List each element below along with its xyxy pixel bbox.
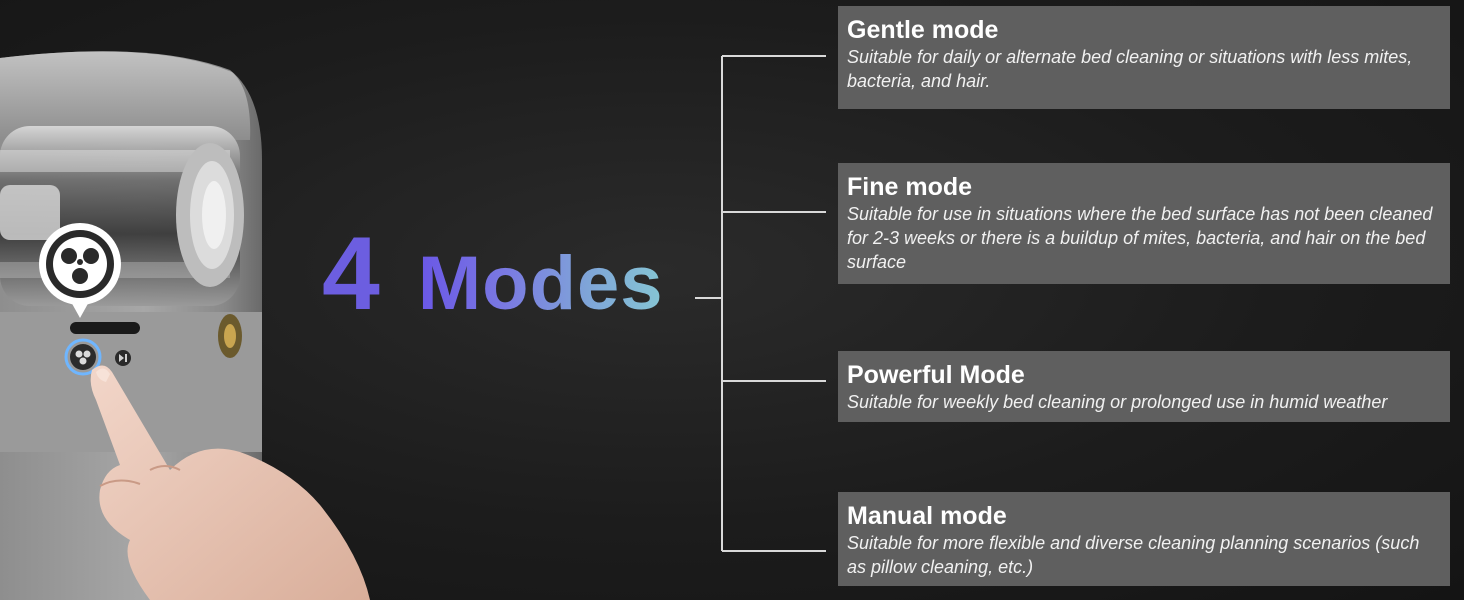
play-pause-icon [115, 350, 131, 366]
mode-card-manual: Manual mode Suitable for more flexible a… [838, 492, 1450, 586]
mode-card-powerful: Powerful Mode Suitable for weekly bed cl… [838, 351, 1450, 422]
headline: 4 Modes [322, 222, 664, 332]
mode-title: Gentle mode [847, 16, 999, 44]
mode-card-gentle: Gentle mode Suitable for daily or altern… [838, 6, 1450, 109]
hand [90, 365, 371, 600]
display-slot [70, 322, 140, 334]
mode-title: Powerful Mode [847, 361, 1025, 389]
headline-number: 4 [322, 216, 380, 332]
mode-description: Suitable for use in situations where the… [847, 204, 1433, 272]
mode-title: Manual mode [847, 502, 1007, 530]
device-illustration [0, 51, 371, 600]
mode-description: Suitable for more flexible and diverse c… [847, 533, 1420, 577]
headline-word: Modes [417, 241, 664, 326]
mode-description: Suitable for daily or alternate bed clea… [847, 47, 1413, 91]
mode-title: Fine mode [847, 173, 973, 201]
mode-button [64, 338, 102, 376]
mode-description: Suitable for weekly bed cleaning or prol… [847, 392, 1388, 412]
fan-icon [39, 223, 121, 318]
device-hood [0, 51, 251, 140]
mode-card-fine: Fine mode Suitable for use in situations… [838, 163, 1450, 284]
